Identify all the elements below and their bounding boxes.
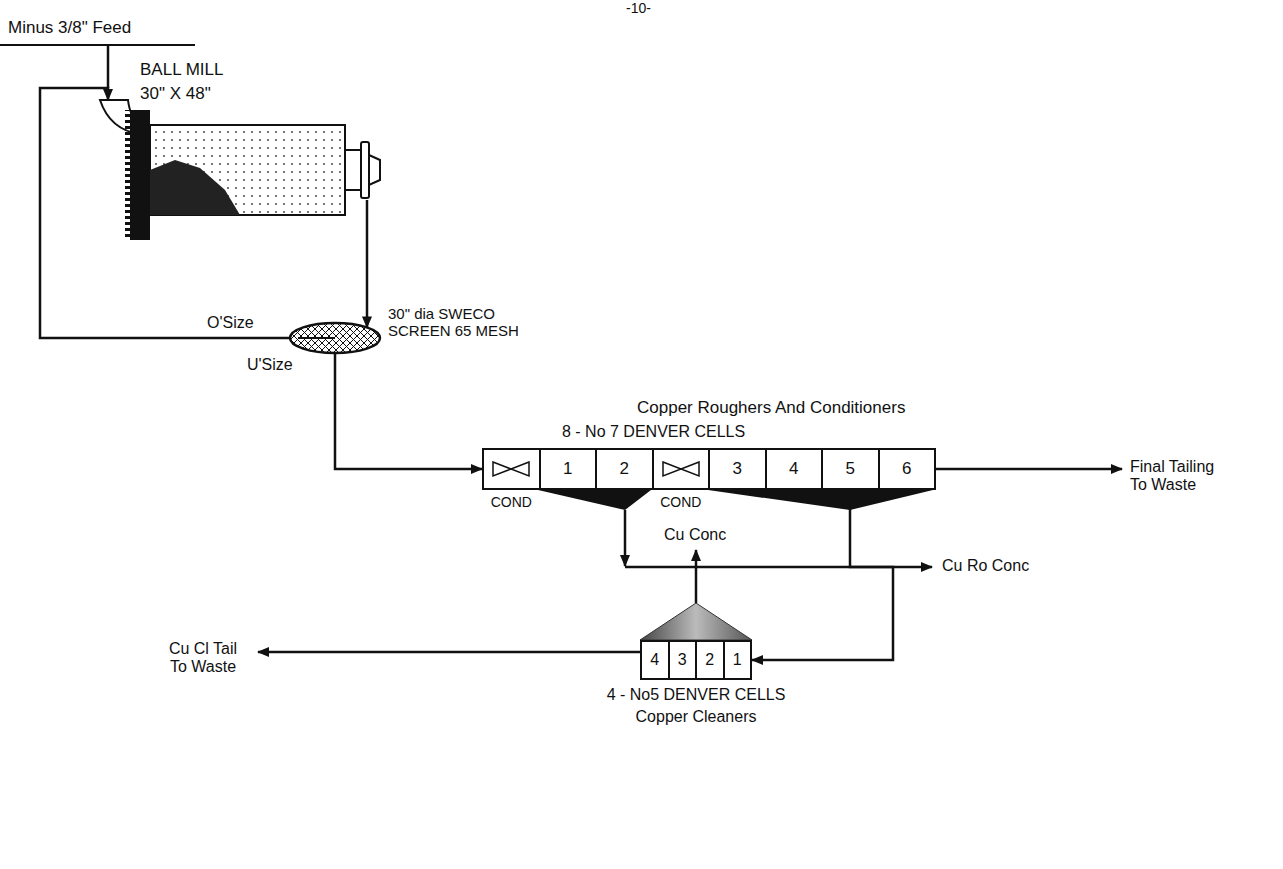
unit-heading: Copper Roughers And Conditioners (637, 398, 905, 418)
feed-line (0, 44, 195, 46)
feed-label: Minus 3/8" Feed (8, 18, 131, 38)
vibrating-screen: 30" dia SWECO SCREEN 65 MESH (285, 305, 525, 367)
unit-heading: BALL MILL (140, 60, 223, 80)
impeller-symbol (493, 462, 511, 476)
froth-launder (708, 490, 933, 510)
flotation-cell: 1 (539, 448, 598, 490)
impeller-symbol (663, 462, 681, 476)
cleaner-cell: 4 (640, 640, 670, 680)
flotation-cell: 2 (595, 448, 654, 490)
unit-subheading: 8 - No 7 DENVER CELLS (562, 423, 745, 441)
cell-label: COND (491, 494, 532, 510)
cleaner-tail-line (258, 651, 640, 654)
cleaner-cell: 3 (668, 640, 698, 680)
cell-label: 6 (902, 459, 911, 479)
mill-trunnion (345, 150, 361, 190)
ball-mill: BALL MILL30" X 48" (95, 70, 385, 255)
flow-line (40, 88, 290, 338)
tailing-line (935, 468, 1122, 471)
mill-flange (361, 142, 369, 198)
unit-subheading: Copper Cleaners (636, 708, 757, 726)
stream-label: Cu Conc (664, 526, 726, 544)
unit-subheading: 30" X 48" (140, 84, 211, 104)
cell-label: 5 (846, 459, 855, 479)
cell-label: 2 (620, 459, 629, 479)
cell-label: 4 (789, 459, 798, 479)
flow-line (335, 353, 482, 469)
mill-charge (150, 160, 240, 215)
cell-label: 3 (733, 459, 742, 479)
flotation-cell: 6 (878, 448, 937, 490)
cleaner-cell: 2 (695, 640, 725, 680)
concentrate-line (624, 510, 627, 566)
conditioner-cell: COND (652, 448, 711, 490)
cell-label: 4 (650, 651, 659, 669)
cleaner-launder (640, 603, 752, 640)
feed-line (107, 45, 110, 88)
rougher-bank: Copper Roughers And Conditioners 8 - No 7… (482, 398, 934, 513)
froth-launder (538, 490, 651, 510)
cell-label: COND (660, 494, 701, 510)
flotation-cell: 5 (821, 448, 880, 490)
cell-label: 2 (705, 651, 714, 669)
flow-line (366, 200, 369, 327)
cell-label: 1 (733, 651, 742, 669)
impeller-symbol (511, 462, 529, 476)
cleaner-bank: 4 - No5 DENVER CELLSCopper Cleaners4321 (640, 640, 752, 680)
unit-heading: 4 - No5 DENVER CELLS (607, 686, 786, 704)
stream-label: O'Size (205, 314, 256, 332)
screen-deck (290, 323, 380, 353)
cleaner-cell: 1 (723, 640, 753, 680)
stream-label: U'Size (245, 356, 295, 374)
cell-label: 1 (563, 459, 572, 479)
flow-line (752, 490, 893, 660)
flotation-cell: 3 (708, 448, 767, 490)
stream-label: Cu Ro Conc (942, 557, 1029, 575)
stream-label: Cu Cl Tail To Waste (160, 640, 246, 677)
page-number: -10- (626, 0, 651, 16)
mill-discharge (369, 155, 380, 185)
impeller-symbol (681, 462, 699, 476)
mill-gear (130, 110, 150, 240)
stream-label: Final Tailing To Waste (1130, 458, 1230, 495)
gear-teeth (125, 110, 130, 240)
mill-drum (150, 125, 345, 215)
screen-spout (298, 337, 335, 339)
cell-label: 3 (678, 651, 687, 669)
concentrate-line (695, 550, 698, 603)
conditioner-cell: COND (482, 448, 541, 490)
flotation-cell: 4 (765, 448, 824, 490)
unit-heading: 30" dia SWECO SCREEN 65 MESH (388, 305, 528, 340)
